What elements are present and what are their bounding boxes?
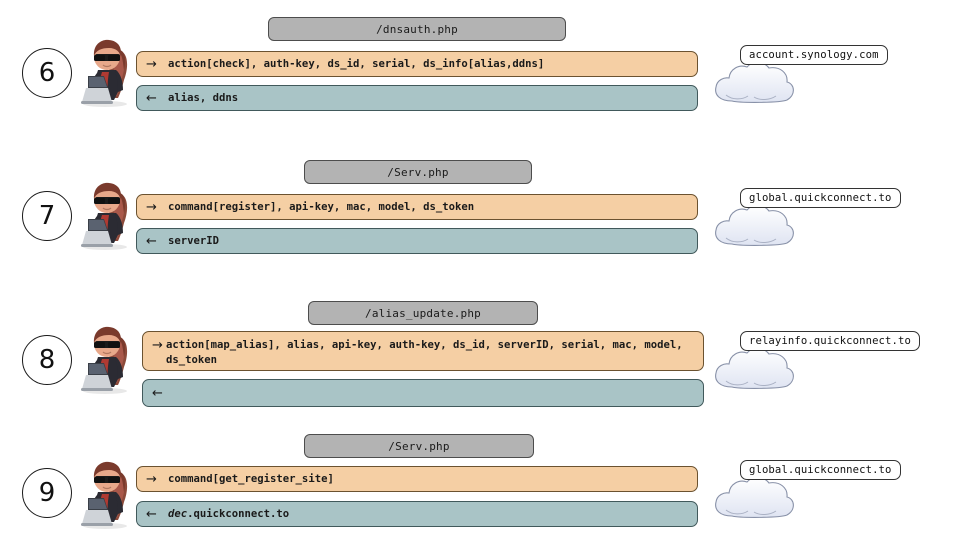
step-row-8: 8 [0,287,956,427]
response-arrow-icon: ← [146,90,157,106]
cloud-icon [710,202,800,254]
server-cloud-group: global.quickconnect.to [710,188,940,250]
server-cloud-group: relayinfo.quickconnect.to [710,331,940,393]
step-row-7: 7 [0,143,956,278]
server-hostname-label: account.synology.com [740,45,888,65]
cloud-icon [710,345,800,397]
response-arrow-icon: ← [146,506,157,522]
step-number-badge: 9 [22,468,72,518]
step-number-badge: 7 [22,191,72,241]
response-message-text-emphasis: dec [168,507,188,520]
hacker-avatar-icon [78,323,140,395]
request-message-bar: → command[get_register_site] [136,466,698,492]
endpoint-label: /dnsauth.php [268,17,566,41]
response-arrow-icon: ← [146,233,157,249]
endpoint-label: /Serv.php [304,160,532,184]
request-message-text: command[register], api-key, mac, model, … [168,200,475,213]
step-number-badge: 6 [22,48,72,98]
server-hostname-label: global.quickconnect.to [740,188,901,208]
request-message-text: action[check], auth-key, ds_id, serial, … [168,57,545,70]
response-arrow-icon: ← [152,385,163,401]
response-message-bar: ← serverID [136,228,698,254]
request-message-text: action[map_alias], alias, api-key, auth-… [166,339,683,366]
server-hostname-label: global.quickconnect.to [740,460,901,480]
request-message-bar: → action[map_alias], alias, api-key, aut… [142,331,704,371]
response-message-bar: ← alias, ddns [136,85,698,111]
request-arrow-icon: → [146,56,157,72]
cloud-icon [710,59,800,111]
hacker-avatar-icon [78,458,140,530]
response-message-bar: ← [142,379,704,407]
request-arrow-icon: → [152,338,163,353]
endpoint-label: /Serv.php [304,434,534,458]
server-cloud-group: account.synology.com [710,45,940,107]
hacker-avatar-icon [78,179,140,251]
server-hostname-label: relayinfo.quickconnect.to [740,331,920,351]
response-message-bar: ← dec.quickconnect.to [136,501,698,527]
request-arrow-icon: → [146,471,157,487]
response-message-text-rest: .quickconnect.to [187,507,290,520]
cloud-icon [710,474,800,526]
response-message-text: alias, ddns [168,91,239,104]
request-message-bar: → action[check], auth-key, ds_id, serial… [136,51,698,77]
response-message-text: serverID [168,234,220,247]
endpoint-label: /alias_update.php [308,301,538,325]
step-number-badge: 8 [22,335,72,385]
step-row-9: 9 [0,426,956,540]
request-arrow-icon: → [146,199,157,215]
step-row-6: 6 [0,0,956,135]
response-message-text: dec.quickconnect.to [168,507,687,522]
request-message-text: command[get_register_site] [168,472,334,485]
server-cloud-group: global.quickconnect.to [710,460,940,522]
hacker-avatar-icon [78,36,140,108]
request-message-bar: → command[register], api-key, mac, model… [136,194,698,220]
